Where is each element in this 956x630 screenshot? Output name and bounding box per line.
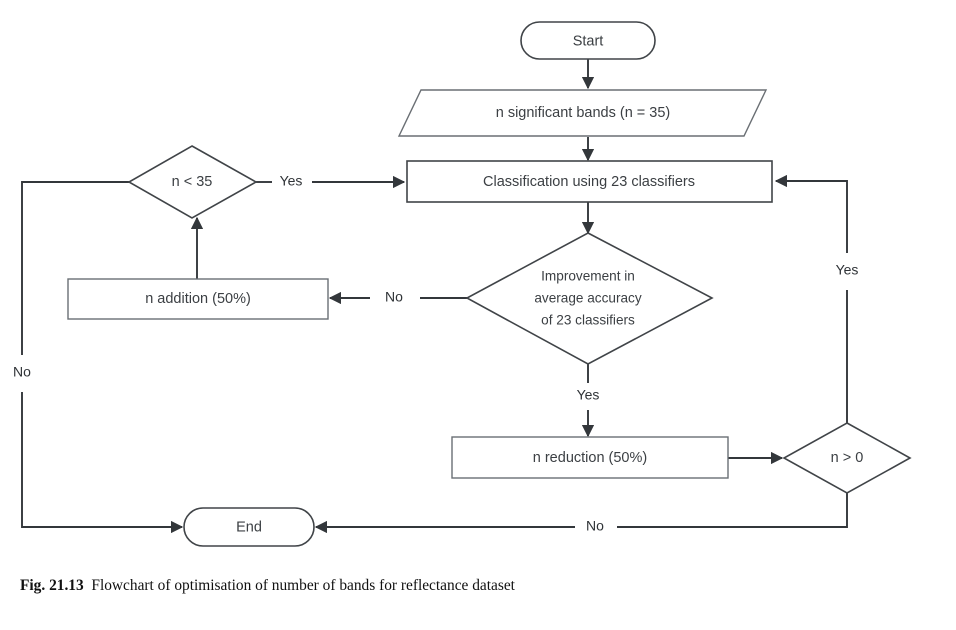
- edge-label-no-to-addition: No: [385, 289, 403, 305]
- edge-label-yes-to-reduction: Yes: [577, 387, 600, 403]
- node-n-reduction[interactable]: n reduction (50%): [451, 436, 729, 479]
- node-n-gt-0[interactable]: n > 0: [782, 422, 912, 494]
- edge-n-lt-35-no-to-end: No: [13, 181, 184, 534]
- figure-caption-text: Flowchart of optimisation of number of b…: [91, 577, 515, 594]
- node-input-bands-label: n significant bands (n = 35): [496, 105, 671, 121]
- node-classification-label: Classification using 23 classifiers: [483, 174, 695, 190]
- node-classification[interactable]: Classification using 23 classifiers: [406, 160, 773, 203]
- node-improvement-label-line1: Improvement in: [541, 269, 635, 284]
- node-n-addition[interactable]: n addition (50%): [67, 278, 329, 320]
- node-improvement[interactable]: Improvement in average accuracy of 23 cl…: [465, 232, 714, 365]
- edge-n-gt-0-yes-to-classification: Yes: [774, 174, 859, 423]
- node-n-reduction-label: n reduction (50%): [533, 450, 647, 466]
- edge-label-yes-right-branch: Yes: [836, 262, 859, 278]
- node-input-bands[interactable]: n significant bands (n = 35): [397, 89, 768, 137]
- node-improvement-label-line3: of 23 classifiers: [541, 313, 635, 328]
- node-end[interactable]: End: [183, 507, 315, 547]
- edge-label-no-bottom-branch: No: [586, 518, 604, 534]
- edge-n-lt-35-yes-to-classification: Yes: [256, 173, 406, 189]
- node-n-gt-0-label: n > 0: [831, 450, 864, 466]
- node-n-lt-35[interactable]: n < 35: [127, 145, 258, 219]
- figure-caption: Fig. 21.13 Flowchart of optimisation of …: [20, 576, 936, 596]
- flowchart-canvas: No Yes No Yes: [13, 21, 912, 547]
- node-n-addition-label: n addition (50%): [145, 291, 251, 307]
- node-start[interactable]: Start: [520, 21, 656, 60]
- node-improvement-label-line2: average accuracy: [534, 291, 641, 306]
- edge-label-yes-to-classification: Yes: [280, 173, 303, 189]
- edge-improvement-yes-to-reduction: Yes: [577, 364, 600, 438]
- node-n-lt-35-label: n < 35: [172, 174, 213, 190]
- edge-improvement-no-to-addition: No: [328, 289, 467, 305]
- edge-n-gt-0-no-to-end: No: [314, 493, 848, 534]
- figure-caption-label: Fig. 21.13: [20, 577, 84, 594]
- edge-label-no-left-branch: No: [13, 364, 31, 380]
- node-end-label: End: [236, 519, 262, 535]
- node-start-label: Start: [573, 33, 604, 49]
